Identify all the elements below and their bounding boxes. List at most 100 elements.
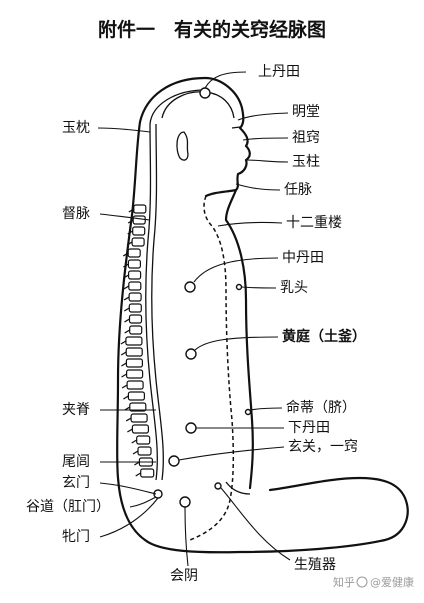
label-weilv: 尾闾 (62, 454, 90, 470)
label-xuanmen: 玄门 (62, 474, 90, 491)
leader-xuanguan (178, 446, 285, 461)
spinous-process (123, 307, 130, 312)
point-mingdi (244, 408, 252, 416)
label-mingtang: 明堂 (292, 104, 320, 120)
renmai-dashed-line (189, 195, 235, 541)
label-jiaji: 夹脊 (62, 402, 90, 418)
leader-mingtang (237, 112, 289, 121)
spine-column (120, 123, 164, 481)
ear (176, 131, 189, 161)
label-xuanguan: 玄关，一窍 (288, 438, 358, 455)
thigh-line (225, 481, 251, 495)
leader-lines (97, 71, 291, 567)
point-xia-dantian (185, 422, 197, 434)
label-rutou: 乳头 (280, 280, 308, 296)
watermark-author: @爱健康 (370, 575, 414, 589)
leader-mingdi (249, 407, 283, 411)
spinous-process (123, 274, 129, 279)
acupoints (153, 87, 252, 508)
vertebra (136, 435, 151, 445)
leader-shier-chonglou (217, 221, 283, 227)
leader-pinmen (99, 497, 159, 538)
leader-rutou (241, 286, 277, 289)
point-shang-dantian (199, 87, 211, 99)
vertebra (132, 226, 146, 236)
spinous-process (123, 263, 129, 268)
label-huiyin: 会阴 (170, 568, 198, 584)
body-front-outline (224, 188, 254, 490)
leader-dumai (99, 213, 151, 221)
vertebra (140, 468, 155, 478)
spinal-cord-line-a (145, 123, 158, 481)
label-huangting: 黄庭（土釜） (282, 328, 366, 345)
vertebra (133, 204, 147, 214)
body-back-outline (116, 76, 409, 554)
spinous-process (122, 252, 129, 257)
spinous-process (121, 373, 127, 378)
spinous-process (124, 318, 130, 323)
vertebra (129, 325, 143, 335)
leader-gudao (129, 496, 157, 508)
label-renmai: 任脉 (284, 182, 312, 198)
label-pinmen: 牝门 (62, 529, 90, 545)
label-zuqiao: 祖窍 (292, 129, 320, 146)
spinous-process (132, 450, 139, 455)
leader-huiyin (184, 506, 189, 567)
vertebra (128, 292, 142, 302)
label-zhong-dantian: 中丹田 (282, 250, 324, 266)
label-yuzhu: 玉柱 (292, 154, 320, 170)
point-zhong-dantian (184, 281, 196, 293)
vertebra (128, 303, 142, 313)
label-shier-chonglou: 十二重楼 (286, 215, 342, 231)
leader-yuzhen (97, 127, 151, 133)
vertebra (125, 358, 144, 368)
spinous-process (131, 439, 138, 444)
spinous-process (127, 428, 133, 433)
vertebrae-group (120, 204, 155, 478)
point-shengzhiqi (214, 482, 222, 490)
vertebra (137, 446, 152, 456)
vertebra (128, 314, 143, 324)
vertebra (126, 380, 144, 390)
vertebra (132, 215, 146, 225)
leader-zuqiao (242, 137, 289, 141)
spinous-process (135, 472, 142, 477)
vertebra (125, 336, 143, 346)
vertebra (125, 347, 143, 357)
vertebra (127, 259, 141, 269)
spinous-process (124, 329, 131, 334)
spinous-process (127, 219, 134, 224)
leader-shang-dantian (204, 71, 247, 89)
spinous-process (128, 208, 135, 213)
vertebra (131, 424, 149, 434)
label-shang-dantian: 上丹田 (258, 64, 300, 80)
label-xia-dantian: 下丹田 (288, 420, 330, 436)
vertebra (131, 237, 145, 247)
label-dumai: 督脉 (62, 206, 90, 222)
watermark-site: 知乎 (333, 575, 355, 589)
spinous-process (123, 395, 129, 400)
spinous-process (127, 230, 134, 235)
vertebra (127, 248, 141, 258)
spinous-process (126, 241, 133, 246)
leader-shengzhiqi (220, 487, 291, 561)
body-face-outline (203, 76, 251, 198)
head-inner-line (161, 91, 235, 119)
vertebra (127, 391, 145, 401)
spinous-process (123, 296, 130, 301)
spinous-process (120, 351, 127, 356)
spinous-process (121, 384, 128, 389)
point-xuanguan (168, 455, 180, 467)
label-shengzhiqi: 生殖器 (294, 556, 336, 573)
label-yuzhen: 玉枕 (62, 120, 90, 136)
leader-renmai (235, 183, 281, 191)
watermark: 知乎 @爱健康 (333, 575, 414, 589)
spinous-process (123, 285, 130, 290)
spinous-process (121, 362, 127, 367)
watermark-logo-icon (356, 576, 368, 588)
vertebra (128, 281, 142, 291)
point-huangting (185, 348, 197, 360)
spinous-process (125, 417, 132, 422)
label-gudao: 谷道（肛门） (26, 499, 110, 515)
